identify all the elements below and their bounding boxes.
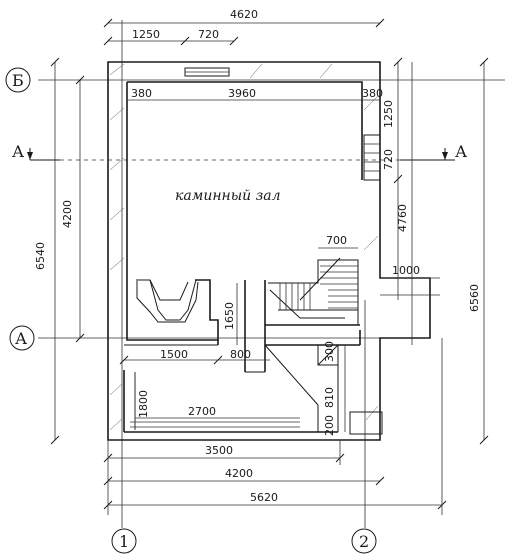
dim-lower-300: 300 [323, 341, 336, 362]
section-label-right: А [455, 142, 467, 161]
axis-bubble-2 [351, 528, 377, 554]
axis-label-1: 1 [119, 532, 129, 551]
dim-bottom-4200: 4200 [225, 467, 253, 480]
dim-lower-2700: 2700 [188, 405, 216, 418]
lower-right-rooms [264, 344, 383, 435]
dim-right-upper: 1250 [382, 100, 395, 128]
dim-top-overall: 4620 [230, 8, 258, 21]
axis-label-b: Б [12, 71, 24, 90]
axis-label-a: А [15, 329, 27, 348]
axis-bubble-a [9, 325, 35, 351]
dim-inner-span: 3960 [228, 87, 256, 100]
dimension-lines [50, 18, 489, 515]
dim-right-stair: 720 [382, 149, 395, 170]
axis-bubble-b [5, 67, 31, 93]
main-staircase [268, 257, 359, 325]
dim-landing: 700 [326, 234, 347, 247]
fireplace [136, 279, 199, 323]
dim-lower-1500: 1500 [160, 348, 188, 361]
dim-top-left: 1250 [132, 28, 160, 41]
partition-walls [244, 280, 361, 373]
dim-lower-1800: 1800 [137, 390, 150, 418]
section-marker-left: А [12, 142, 60, 161]
lower-left-room [130, 372, 300, 430]
dim-top-window: 720 [198, 28, 219, 41]
dim-left-inner: 4200 [61, 200, 74, 228]
dim-vertical-1650: 1650 [223, 302, 236, 330]
dim-inner-right: 380 [362, 87, 383, 100]
section-label-left: А [12, 142, 24, 161]
dim-right-ledge: 1000 [392, 264, 420, 277]
dim-lower-810: 810 [323, 387, 336, 408]
dim-bottom-3500: 3500 [205, 444, 233, 457]
dim-bottom-5620: 5620 [250, 491, 278, 504]
dim-lower-800: 800 [230, 348, 251, 361]
exterior-walls [107, 61, 431, 441]
east-stair-stub [363, 134, 381, 181]
dim-left-outer: 6540 [34, 242, 47, 270]
axis-label-2: 2 [359, 532, 369, 551]
wall-hatching [109, 63, 379, 431]
axis-lines [38, 20, 505, 528]
room-label: каминный зал [175, 188, 281, 204]
section-marker-right: А [400, 142, 467, 161]
hall-south-wall [124, 275, 219, 346]
north-window [184, 67, 230, 77]
dim-right-outer: 6560 [468, 284, 481, 312]
axis-bubble-1 [111, 528, 137, 554]
dim-inner-left: 380 [131, 87, 152, 100]
dim-right-mid: 4760 [396, 204, 409, 232]
dim-lower-200: 200 [323, 415, 336, 436]
